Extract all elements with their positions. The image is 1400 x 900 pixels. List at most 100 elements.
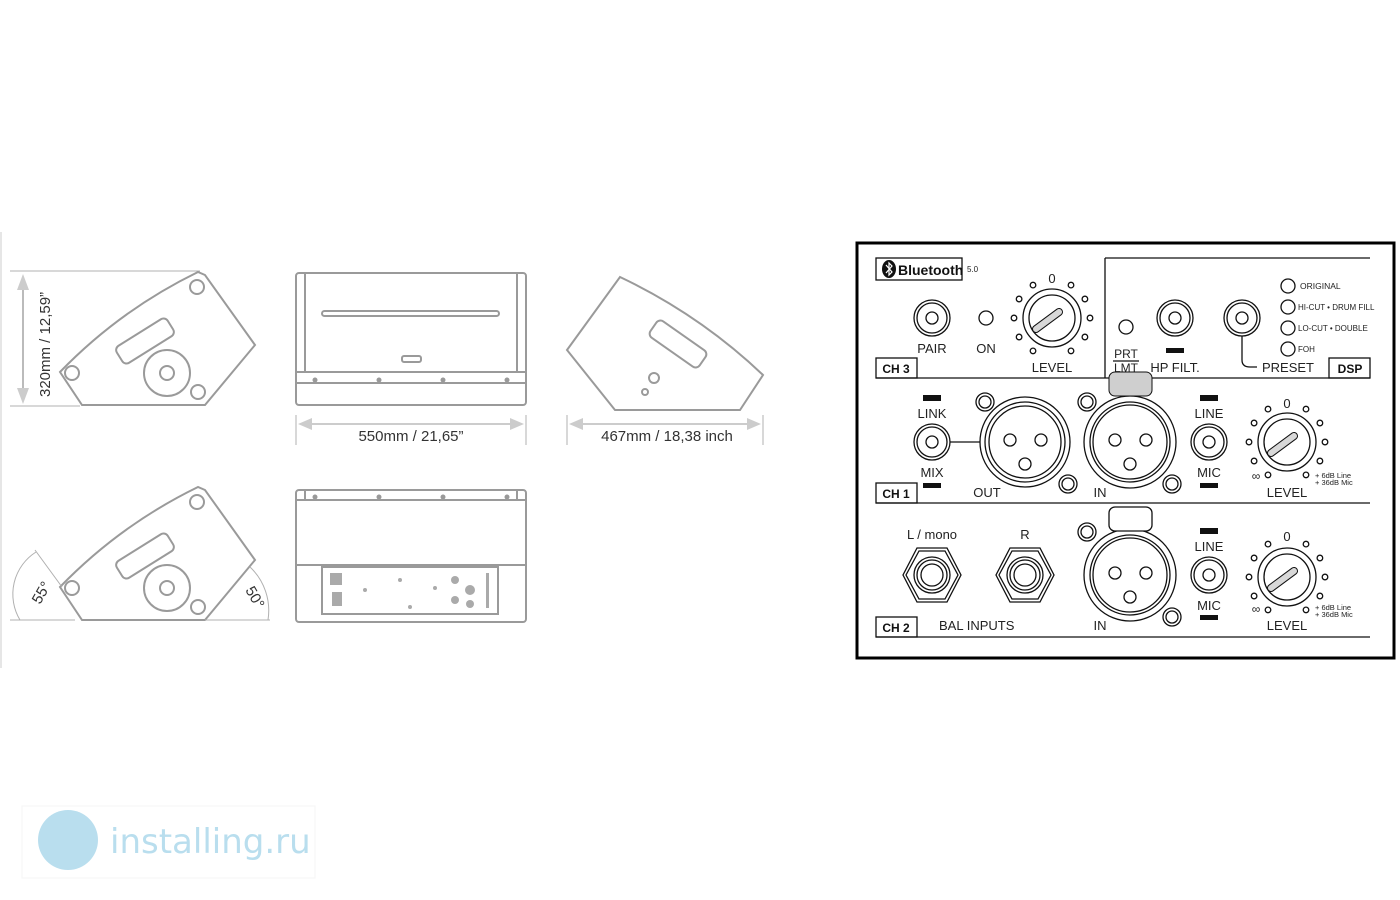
ch2-badge [875, 616, 918, 638]
knob-scale-dot [1264, 405, 1272, 413]
width-dimension: 550mm / 21,65” [358, 428, 463, 445]
knob-ring [1022, 288, 1082, 348]
knob-body [1263, 418, 1311, 466]
ch2-level-knob[interactable] [1245, 540, 1329, 614]
knob-scale-dot [1264, 606, 1272, 614]
ch3-level-knob[interactable] [1010, 281, 1094, 355]
height-dimension: 320mm / 12,59” [37, 292, 54, 397]
ch2-gain-line: + 6dB Line [1315, 603, 1351, 612]
knob-scale-dot [1321, 438, 1329, 446]
ch1-badge-text: CH 1 [882, 487, 910, 501]
bal-inputs-label: BAL INPUTS [939, 618, 1015, 633]
ch3-badge-text: CH 3 [882, 362, 910, 376]
side-view-tilted [10, 485, 270, 621]
knob-scale-dot [1321, 573, 1329, 581]
ch2-in-label: IN [1094, 618, 1107, 633]
link-label: LINK [918, 406, 947, 421]
knob-scale-dot [1081, 295, 1089, 303]
knob-scale-dot [1081, 333, 1089, 341]
knob-scale-dot [1316, 457, 1324, 465]
knob-ring [1257, 547, 1317, 607]
ch2-level-zero: 0 [1283, 529, 1290, 544]
knob-pointer [1268, 568, 1297, 591]
ch2-infinity: ∞ [1252, 602, 1261, 616]
ch2-gain-mic: + 36dB Mic [1315, 610, 1353, 619]
ch1-release-tab[interactable] [1108, 371, 1153, 397]
preset-foh: FOH [1298, 345, 1315, 354]
ch2-mic-label: MIC [1197, 598, 1221, 613]
watermark: installing.ru [21, 805, 316, 879]
ch1-infinity: ∞ [1252, 469, 1261, 483]
ch1-level-label: LEVEL [1267, 485, 1307, 500]
ch1-in-label: IN [1094, 485, 1107, 500]
knob-scale-dot [1086, 314, 1094, 322]
knob-scale-dot [1067, 281, 1075, 289]
on-led-icon [978, 310, 994, 326]
ch1-mic-indicator [1200, 483, 1218, 488]
preset-lo-cut: LO-CUT • DOUBLE [1298, 324, 1368, 333]
knob-scale-dot [1015, 333, 1023, 341]
knob-scale-dot [1250, 592, 1258, 600]
bluetooth-version: 5.0 [967, 265, 979, 274]
knob-scale-dot [1302, 540, 1310, 548]
ch2-xlr-in-connector[interactable] [1077, 506, 1182, 627]
ch3-badge [875, 357, 918, 379]
watermark-logo-icon [38, 810, 98, 870]
l-mono-label: L / mono [907, 527, 957, 542]
preset-original: ORIGINAL [1300, 281, 1341, 291]
jack-input-left[interactable] [902, 547, 962, 603]
ch2-line-mic-button[interactable] [1190, 556, 1228, 594]
ch1-badge [875, 482, 918, 504]
knob-scale-dot [1010, 314, 1018, 322]
rear-view [295, 489, 527, 623]
knob-scale-dot [1316, 554, 1324, 562]
knob-scale-dot [1264, 540, 1272, 548]
knob-scale-dot [1316, 592, 1324, 600]
link-indicator [923, 395, 941, 401]
ch2-badge-text: CH 2 [882, 621, 910, 635]
ch2-line-indicator [1200, 528, 1218, 534]
ch3-level-label: LEVEL [1032, 360, 1072, 375]
mix-label: MIX [920, 465, 943, 480]
knob-scale-dot [1250, 457, 1258, 465]
knob-scale-dot [1302, 405, 1310, 413]
preset-hi-cut: HI-CUT • DRUM FILL [1298, 303, 1375, 312]
knob-body [1028, 294, 1076, 342]
on-label: ON [976, 341, 996, 356]
ch2-line-label: LINE [1195, 539, 1224, 554]
knob-scale-dot [1316, 419, 1324, 427]
knob-scale-dot [1245, 573, 1253, 581]
knob-scale-dot [1250, 419, 1258, 427]
preset-label: PRESET [1262, 360, 1314, 375]
preset-list: ORIGINAL HI-CUT • DRUM FILL LO-CUT • DOU… [1280, 278, 1375, 357]
angle-left-label: 55° [29, 579, 55, 607]
ch2-release-tab[interactable] [1108, 506, 1153, 532]
ch1-line-mic-button[interactable] [1190, 423, 1228, 461]
knob-scale-dot [1250, 554, 1258, 562]
ch3-level-zero: 0 [1048, 271, 1055, 286]
jack-input-right[interactable] [995, 547, 1055, 603]
knob-scale-dot [1245, 438, 1253, 446]
knob-scale-dot [1029, 281, 1037, 289]
ch1-line-indicator [1200, 395, 1218, 401]
side-view-top: 320mm / 12,59” [10, 270, 257, 407]
hp-filter-button[interactable] [1156, 299, 1194, 337]
hp-filter-label: HP FILT. [1150, 360, 1199, 375]
dsp-badge-text: DSP [1338, 362, 1363, 376]
pair-button[interactable] [913, 299, 951, 337]
xlr-out-connector[interactable] [975, 392, 1078, 494]
knob-scale-dot [1264, 471, 1272, 479]
bluetooth-text: Bluetooth [898, 262, 963, 278]
ch1-level-knob[interactable] [1245, 405, 1329, 479]
r-label: R [1020, 527, 1029, 542]
ch1-gain-line: + 6dB Line [1315, 471, 1351, 480]
ch2-mic-indicator [1200, 615, 1218, 620]
ch1-xlr-in-connector[interactable] [1077, 371, 1182, 494]
knob-scale-dot [1067, 347, 1075, 355]
knob-ring [1257, 412, 1317, 472]
knob-scale-dot [1029, 347, 1037, 355]
ch1-gain-mic: + 36dB Mic [1315, 478, 1353, 487]
pair-label: PAIR [917, 341, 946, 356]
knob-body [1263, 553, 1311, 601]
